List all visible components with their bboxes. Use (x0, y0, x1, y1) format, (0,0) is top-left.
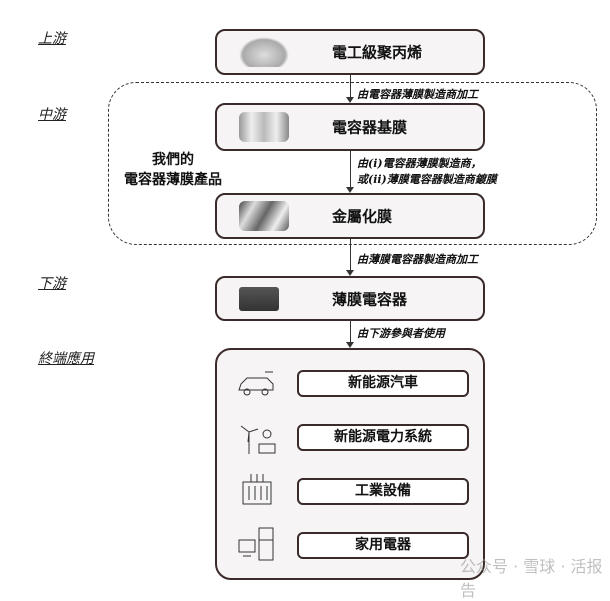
film-roll-image (239, 112, 289, 142)
process-note: 由薄膜電容器製造商加工 (357, 253, 478, 266)
watermark: 公众号 · 雪球 · 活报告 (460, 557, 603, 600)
note-line: 由(i)電容器薄膜製造商， (357, 157, 482, 170)
arrow-icon (346, 187, 354, 193)
application-power-system: 新能源電力系統 (297, 424, 469, 451)
application-home: 家用電器 (297, 532, 469, 559)
end-use-box: 新能源汽車 新能源電力系統 工業設備 家用電器 (215, 348, 485, 580)
stage-end-use: 終端應用 (38, 351, 94, 367)
box-base-film: 電容器基膜 (215, 103, 485, 151)
application-industrial: 工業設備 (297, 478, 469, 505)
note-line: 或(ii)薄膜電容器製造商鍍膜 (357, 173, 497, 186)
box-metallized-film: 金屬化膜 (215, 193, 485, 239)
industrial-transformer-icon (242, 474, 272, 505)
arrow-icon (346, 97, 354, 103)
box-label: 金屬化膜 (332, 207, 393, 226)
ev-car-icon (238, 371, 274, 396)
pp-pellets-image (239, 37, 289, 67)
our-products-line2: 電容器薄膜產品 (124, 172, 222, 188)
stage-upstream: 上游 (38, 31, 66, 47)
process-note: 由電容器薄膜製造商加工 (357, 88, 478, 101)
our-products-boundary (108, 82, 597, 245)
home-appliance-icon (238, 527, 274, 561)
our-products-line1: 我們的 (152, 152, 194, 168)
process-note: 由下游參與者使用 (357, 327, 445, 340)
stage-downstream: 下游 (38, 276, 66, 292)
metallized-film-image (239, 201, 289, 231)
arrow-icon (346, 342, 354, 348)
box-label: 電容器基膜 (332, 118, 408, 137)
box-film-capacitor: 薄膜電容器 (215, 276, 485, 321)
stage-midstream: 中游 (38, 107, 66, 123)
our-products-label: 我們的 電容器薄膜產品 (118, 150, 228, 190)
capacitor-image (239, 286, 279, 311)
box-polypropylene: 電工級聚丙烯 (215, 29, 485, 75)
process-note: 由(i)電容器薄膜製造商， 或(ii)薄膜電容器製造商鍍膜 (357, 156, 497, 188)
arrow-icon (346, 270, 354, 276)
box-label: 電工級聚丙烯 (332, 43, 423, 62)
application-ev: 新能源汽車 (297, 370, 469, 397)
wind-solar-icon (240, 425, 276, 454)
box-label: 薄膜電容器 (332, 290, 408, 308)
